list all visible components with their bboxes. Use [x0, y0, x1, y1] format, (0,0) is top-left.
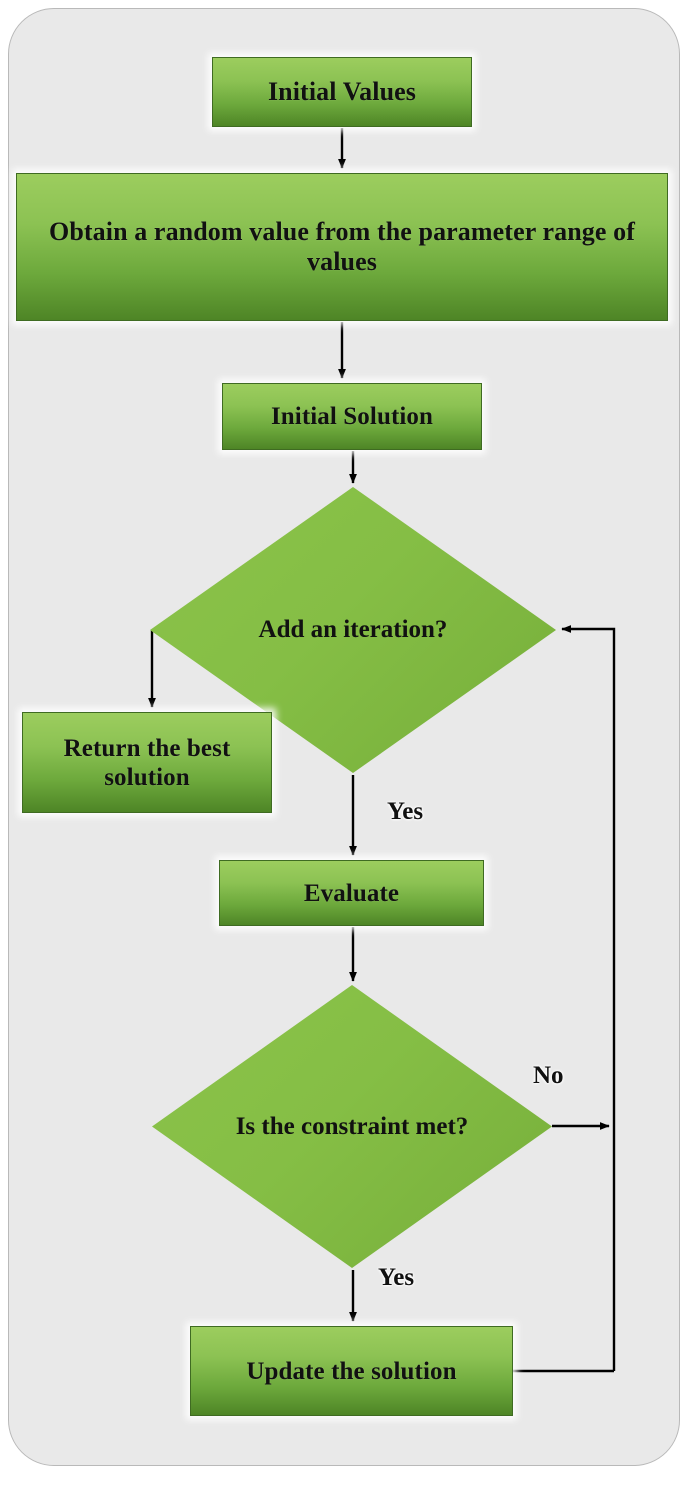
- node-update-solution: Update the solution: [190, 1326, 513, 1416]
- node-obtain-random-value: Obtain a random value from the parameter…: [16, 173, 668, 321]
- node-initial-values-label: Initial Values: [267, 76, 417, 106]
- node-initial-solution: Initial Solution: [222, 383, 482, 450]
- edge-label-no-constraint: No: [533, 1062, 564, 1089]
- node-update-solution-label: Update the solution: [246, 1357, 457, 1385]
- node-add-iteration-label: Add an iteration?: [258, 616, 448, 643]
- edge-label-yes-constraint: Yes: [378, 1264, 415, 1291]
- node-initial-solution-label: Initial Solution: [270, 403, 434, 430]
- edge-feedback-to-add-iteration: [561, 625, 616, 1371]
- node-initial-values: Initial Values: [212, 57, 472, 127]
- node-return-best-solution-label: Return the best solution: [63, 734, 231, 791]
- edge-label-yes-add-iteration: Yes: [387, 798, 424, 825]
- node-obtain-random-value-label: Obtain a random value from the parameter…: [49, 216, 635, 276]
- node-evaluate-label: Evaluate: [303, 879, 400, 907]
- node-constraint-met-label: Is the constraint met?: [235, 1112, 469, 1140]
- node-return-best-solution: Return the best solution: [22, 712, 272, 813]
- node-evaluate: Evaluate: [219, 860, 484, 926]
